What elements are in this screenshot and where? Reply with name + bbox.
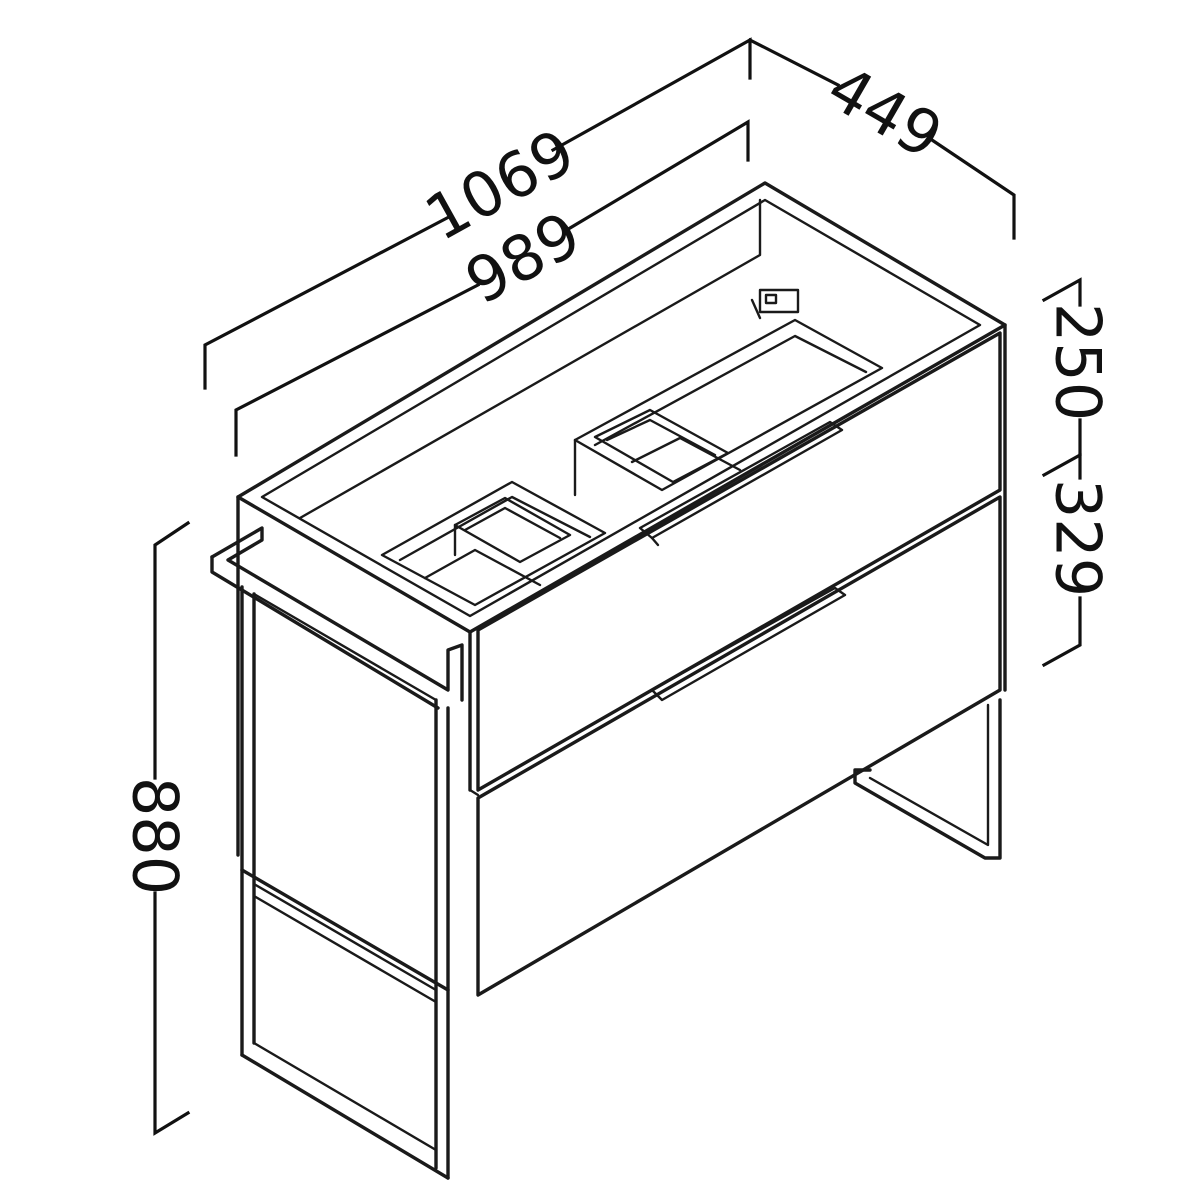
hinge-bracket-inner bbox=[764, 293, 778, 305]
cabinet-cavity-back-edge bbox=[298, 198, 762, 520]
frame-upper-inner bbox=[252, 592, 438, 702]
dim-250-label: 250 bbox=[1042, 303, 1115, 421]
towel-rail-top-inner bbox=[210, 555, 440, 710]
right-leg-frame bbox=[853, 698, 1002, 860]
left-small-box bbox=[453, 496, 572, 564]
dim-449-label: 449 bbox=[816, 51, 955, 173]
dim-329-line-bottom bbox=[1041, 596, 1082, 668]
drawer-gap-line bbox=[468, 788, 480, 797]
top-drawer-handle-lip bbox=[650, 536, 660, 547]
dim-329-label: 329 bbox=[1042, 479, 1115, 597]
left-small-box-inner bbox=[463, 506, 562, 540]
dim-880-line-top bbox=[153, 520, 191, 780]
dim-449-line-right bbox=[929, 137, 1016, 240]
cabinet-body bbox=[236, 181, 1007, 857]
cabinet-top-inner-rim bbox=[260, 198, 982, 618]
right-leg-inner bbox=[868, 703, 990, 847]
dim-1069-line-right bbox=[550, 37, 752, 153]
right-small-box bbox=[593, 408, 730, 484]
right-tray-inner bbox=[593, 334, 868, 447]
dim-250-line-top bbox=[1041, 277, 1082, 307]
left-tray-floor bbox=[423, 548, 542, 587]
right-tray-floor bbox=[630, 436, 742, 472]
dimension-labels: 1069 989 449 250 329 880 bbox=[119, 51, 1115, 895]
dim-880-line-bottom bbox=[153, 891, 191, 1136]
right-leg-outer bbox=[853, 698, 1002, 860]
dim-449-line-left bbox=[747, 37, 841, 88]
dim-880-label: 880 bbox=[119, 777, 192, 895]
dim-250-line-bottom bbox=[1041, 418, 1082, 478]
drawers bbox=[468, 331, 1002, 997]
dim-989-line-left bbox=[234, 282, 481, 457]
top-drawer-handle bbox=[638, 420, 844, 540]
hinge-bracket bbox=[758, 288, 800, 314]
right-tray-outer bbox=[573, 318, 884, 492]
hinge-bracket-arm bbox=[750, 298, 762, 320]
right-small-box-inner bbox=[605, 418, 717, 457]
cabinet-top-outer-rim bbox=[236, 181, 1007, 634]
frame-mid-bar-lower bbox=[252, 894, 438, 1004]
dim-1069-line-left bbox=[203, 215, 450, 390]
bottom-drawer-front bbox=[476, 495, 1002, 997]
towel-rail-frame bbox=[210, 526, 464, 1180]
towel-rail-top-outer bbox=[210, 526, 464, 702]
left-tray-inner bbox=[398, 495, 592, 562]
dim-989-line-right bbox=[567, 119, 750, 231]
dimension-lines bbox=[153, 37, 1082, 1136]
frame-bottom-bar bbox=[240, 1053, 450, 1180]
frame-bottom-bar-inner bbox=[252, 1041, 438, 1152]
top-drawer-front bbox=[476, 331, 1002, 792]
internal-compartments bbox=[380, 288, 884, 607]
frame-mid-bar bbox=[240, 868, 450, 992]
bottom-drawer-handle bbox=[650, 586, 847, 702]
left-tray-outer bbox=[380, 480, 607, 607]
frame-mid-bar-inner bbox=[252, 882, 438, 992]
